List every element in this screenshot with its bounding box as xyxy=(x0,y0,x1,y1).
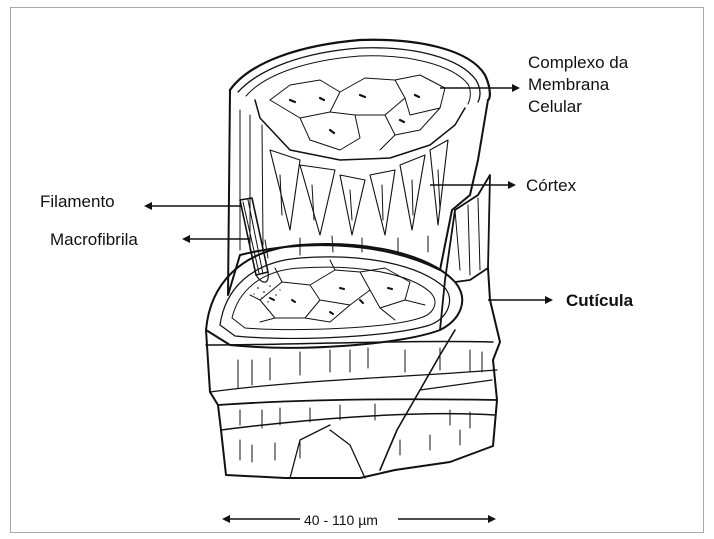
cortex-label: Córtex xyxy=(526,176,576,196)
complexo-label-line1: Complexo da xyxy=(528,52,628,74)
complexo-label-line2: Membrana xyxy=(528,74,628,96)
complexo-label-line3: Celular xyxy=(528,96,628,118)
upper-cortex-block xyxy=(228,40,490,295)
macrofibrila-label: Macrofibrila xyxy=(50,230,138,250)
macrofibril-rod xyxy=(240,198,268,282)
cuticle-scales xyxy=(206,268,500,478)
scale-bar-label: 40 - 110 µm xyxy=(304,510,378,530)
complexo-label: Complexo da Membrana Celular xyxy=(528,52,628,118)
lower-cross-section xyxy=(206,244,462,348)
cuticula-label: Cutícula xyxy=(566,291,633,311)
filamento-label: Filamento xyxy=(40,192,115,212)
